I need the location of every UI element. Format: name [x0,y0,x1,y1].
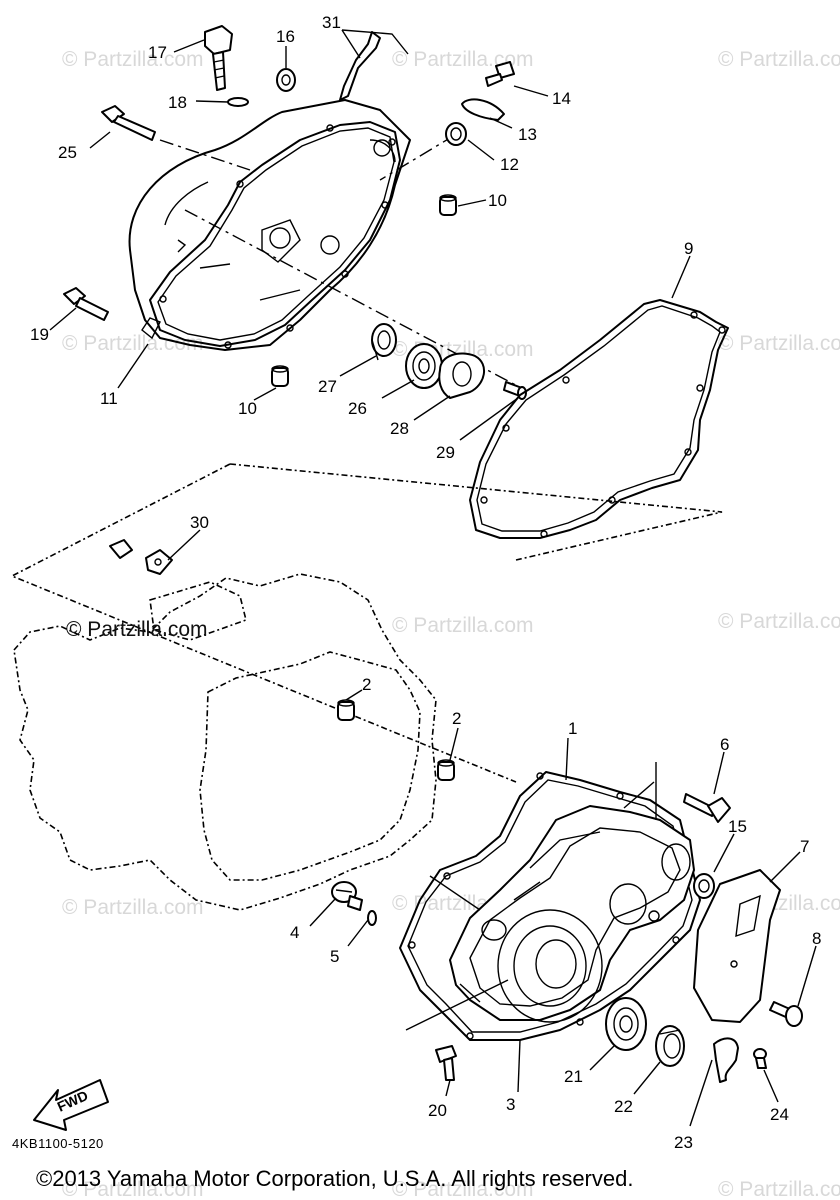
oil-seal [693,873,715,899]
callout-22: 22 [614,1097,633,1116]
callout-28: 28 [390,419,409,438]
retainer-plate [438,352,485,399]
cover-plate [693,869,781,1023]
watermark: © Partzilla.com [392,1178,534,1200]
bearing [605,997,647,1051]
callout-labels: 17 18 16 31 14 13 12 10 25 19 11 10 27 2… [30,13,821,1152]
callout-9: 9 [684,239,693,258]
oil-filler-cap [204,25,233,91]
callout-20: 20 [428,1101,447,1120]
callout-14: 14 [552,89,571,108]
callout-29: 29 [436,443,455,462]
callout-2-left: 2 [362,675,371,694]
alignment-line [159,139,251,171]
perspective-frame [229,463,723,561]
watermark-layer: © Partzilla.com © Partzilla.com © Partzi… [62,48,840,1200]
bolt [683,793,731,823]
callout-19: 19 [30,325,49,344]
callout-21: 21 [564,1067,583,1086]
callout-10-top: 10 [488,191,507,210]
dowel-pin [439,194,457,216]
bolt [63,287,109,321]
oil-seal [371,323,397,361]
retainer [713,1037,739,1083]
bolt [101,105,156,141]
callout-16: 16 [276,27,295,46]
bearing [405,343,443,389]
diagram-code: 4KB1100-5120 [12,1136,104,1151]
callout-leaders [49,29,817,1127]
dowel-pin [437,759,455,781]
callout-11: 11 [100,389,118,408]
bolt [485,61,515,87]
callout-4: 4 [290,923,299,942]
screw [753,1048,767,1069]
leader-line [623,781,655,809]
callout-2-right: 2 [452,709,461,728]
oil-delivery-bolt [109,539,173,575]
left-crankcase-cover [128,99,411,351]
callout-31: 31 [322,13,341,32]
oil-seal [276,68,296,92]
screw [503,381,527,400]
right-crankcase-cover [449,805,695,1023]
watermark: © Partzilla.com [62,1178,204,1200]
callout-18: 18 [168,93,187,112]
check-plug [331,881,363,911]
callout-25: 25 [58,143,77,162]
callout-30: 30 [190,513,209,532]
watermark: © Partzilla.com [62,48,204,71]
callout-15: 15 [728,817,747,836]
bracket [339,31,381,101]
watermark: © Partzilla.com [718,48,840,71]
watermark: © Partzilla.com [62,896,204,919]
watermark: © Partzilla.com [718,610,840,633]
oil-seal [445,122,467,146]
callout-3: 3 [506,1095,515,1114]
watermark: © Partzilla.com [392,614,534,637]
plate [461,98,505,121]
callout-1: 1 [568,719,577,738]
callout-6: 6 [720,735,729,754]
callout-10-bottom: 10 [238,399,257,418]
callout-8: 8 [812,929,821,948]
callout-7: 7 [800,837,809,856]
oil-seal [655,1025,685,1067]
copyright-notice: ©2013 Yamaha Motor Corporation, U.S.A. A… [36,1166,633,1191]
callout-23: 23 [674,1133,693,1152]
o-ring [227,97,249,107]
callout-17: 17 [148,43,167,62]
dowel-pin [271,365,289,387]
watermark: © Partzilla.com [718,332,840,355]
bolt [435,1045,457,1081]
callout-12: 12 [500,155,519,174]
o-ring [367,910,377,926]
engine-outline [13,573,437,911]
leader-line [405,979,509,1031]
leader-line [429,875,481,911]
forward-arrow-icon: FWD [33,1079,109,1131]
dowel-pin [337,699,355,721]
callout-27: 27 [318,377,337,396]
partzilla-watermark: © Partzilla.com [66,618,208,641]
watermark: © Partzilla.com [62,332,204,355]
alignment-line [184,209,526,391]
callout-5: 5 [330,947,339,966]
watermark: © Partzilla.com [718,1178,840,1200]
bolt [769,1001,803,1027]
callout-24: 24 [770,1105,789,1124]
gasket [469,299,729,539]
callout-26: 26 [348,399,367,418]
callout-13: 13 [518,125,537,144]
